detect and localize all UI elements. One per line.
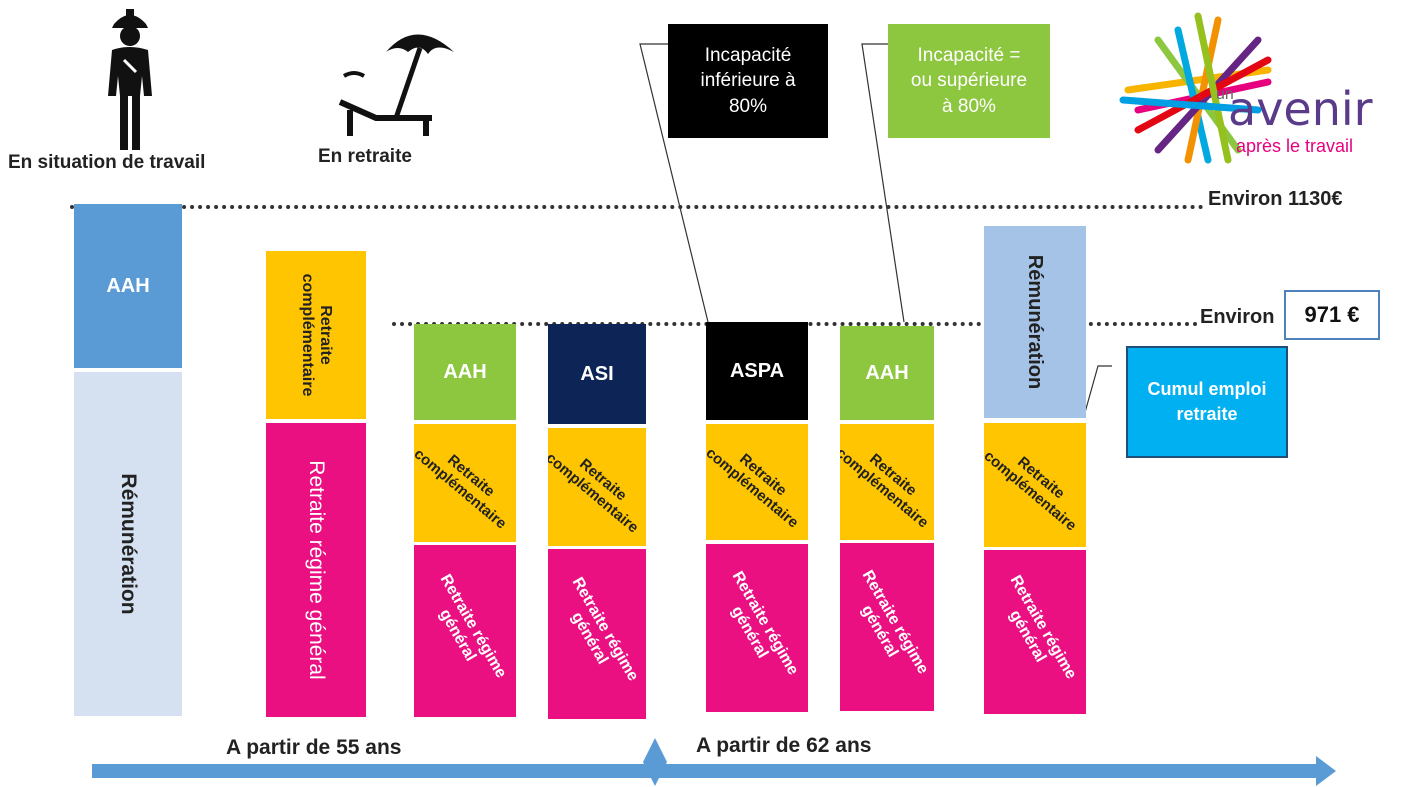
segment-aah: AAH [840, 326, 934, 420]
callout-below80-text: Incapacité inférieure à 80% [700, 44, 796, 117]
avenir-logo: un avenir après le travail [1118, 10, 1378, 170]
segment-label: AAH [443, 360, 487, 383]
working-label: En situation de travail [8, 152, 206, 173]
segment-label: ASPA [729, 359, 785, 382]
segment-retraite-complementaire: Retraite complémentaire [548, 428, 646, 546]
callout-cumul-text: Cumul emploi retraite [1147, 378, 1267, 424]
segment-remuneration: Rémunération [984, 226, 1086, 418]
retired-label: En retraite [318, 146, 412, 167]
segment-remuneration: Rémunération [74, 372, 182, 716]
segment-asi: ASI [548, 324, 646, 424]
segment-retraite-regime-general: Retraite régime général [840, 543, 934, 711]
callout-above80-text: Incapacité = ou supérieure à 80% [910, 44, 1028, 117]
threshold-label-low: Environ [1200, 306, 1275, 328]
logo-tagline: après le travail [1236, 136, 1354, 156]
segment-aah: AAH [74, 204, 182, 368]
worker-icon [100, 6, 160, 152]
segment-label: ASI [580, 362, 614, 385]
segment-aspa: ASPA [706, 322, 808, 420]
segment-label: AAH [865, 361, 909, 384]
segment-retraite-regime-general: Retraite régime général [706, 544, 808, 712]
logo-prefix: un [1216, 86, 1234, 103]
callout-incapacity-below-80: Incapacité inférieure à 80% [668, 24, 828, 138]
segment-retraite-complementaire: Retraite complémentaire [266, 251, 366, 419]
threshold-value: 971 € [1304, 302, 1360, 327]
segment-retraite-complementaire: Retraite complémentaire [840, 424, 934, 540]
segment-retraite-regime-general: Retraite régime général [414, 545, 516, 717]
segment-aah: AAH [414, 324, 516, 420]
beach-umbrella-icon [336, 22, 460, 140]
logo-name: avenir [1228, 82, 1373, 136]
timeline-label-62: A partir de 62 ans [696, 734, 872, 757]
callout-cumul-emploi-retraite: Cumul emploi retraite [1126, 346, 1288, 458]
threshold-line-high [70, 205, 1204, 209]
segment-retraite-regime-general: Retraite régime général [984, 550, 1086, 714]
callout-incapacity-above-80: Incapacité = ou supérieure à 80% [888, 24, 1050, 138]
threshold-label-high: Environ 1130€ [1208, 188, 1343, 210]
segment-label: AAH [106, 274, 150, 297]
segment-retraite-complementaire: Retraite complémentaire [414, 424, 516, 542]
segment-retraite-complementaire: Retraite complémentaire [984, 423, 1086, 547]
threshold-value-box: 971 € [1284, 290, 1380, 340]
timeline-marker-62 [643, 738, 667, 786]
segment-retraite-regime-general: Retraite régime général [266, 423, 366, 717]
timeline-label-55: A partir de 55 ans [226, 736, 402, 759]
segment-retraite-regime-general: Retraite régime général [548, 549, 646, 719]
segment-retraite-complementaire: Retraite complémentaire [706, 424, 808, 540]
